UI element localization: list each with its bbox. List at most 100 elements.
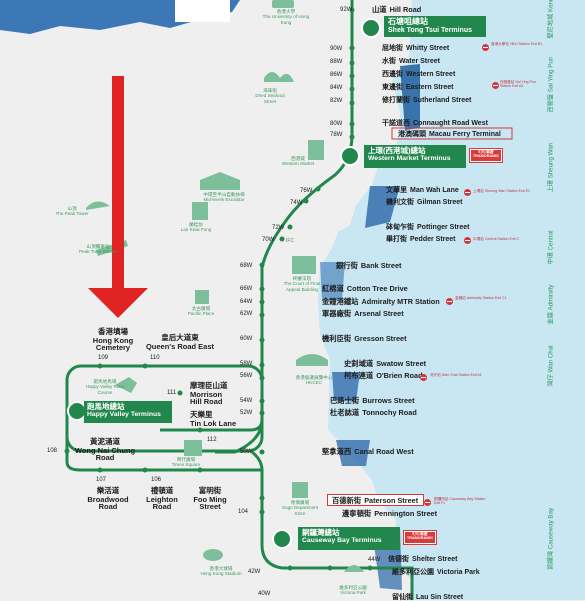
mtr-note-adm: 金鐘站 Admiralty Station Exit C1 [455, 296, 507, 300]
stop-en: Connaught Road West [413, 120, 488, 127]
landmark-en: Hong Kong Stadium [200, 571, 242, 577]
stop-zh: 百德新街 [332, 496, 362, 505]
terminus-zh: 跑馬地總站 [87, 402, 125, 411]
stop-zh: 山道 [372, 5, 387, 14]
stop-en: Swatow Street [376, 359, 427, 368]
district-central: 中環 Central [547, 230, 555, 265]
stop-en: Pennington Street [374, 509, 438, 518]
western-market-terminus[interactable]: 上環(西港城)總站 Western Market Terminus [364, 145, 466, 168]
stop-code: 56W [240, 373, 253, 379]
stop-broadwood-road[interactable]: 樂活道 Broadwood Road [86, 487, 130, 511]
stop-foo-ming-street[interactable]: 富明街 Foo Ming Street [192, 487, 228, 511]
landmark-zh: 希慎廣場 [290, 500, 310, 505]
stop-en: Macau Ferry Terminal [429, 131, 501, 138]
stop-code: 70W [262, 237, 275, 243]
landmark-en: Peak Tram Station [79, 249, 117, 255]
stop-zh: 水街 [382, 58, 396, 65]
ifc-label: IFC [286, 238, 295, 244]
stop-tin-lok-lane[interactable]: 天樂里 Tin Lok Lane [190, 411, 236, 427]
happy-valley-terminus[interactable]: 跑馬地總站 Happy Valley Terminus [84, 401, 172, 423]
stop-zh: 機利文街 [386, 199, 414, 206]
stop-code: 92W [340, 7, 353, 13]
landmark-zh: 山頂 [67, 206, 77, 211]
mtr-icon-central [464, 237, 471, 244]
landmark-zh: 時代廣場 [176, 457, 196, 462]
terminus-zh: 銅鑼灣總站 [302, 528, 340, 537]
wm-red-box [391, 127, 513, 140]
line-to-wnc [65, 430, 262, 472]
stop-en: Paterson Street [364, 496, 419, 505]
stop-code: 42W [248, 569, 261, 575]
stop-zh: 干諾道西 [382, 120, 410, 127]
landmark-zh: 山頂纜車站 [86, 244, 110, 249]
stop-zh: 金鐘港鐵站 [322, 297, 359, 306]
district-kennedy-town: 堅尼地城 Kennedy Town [547, 0, 555, 39]
code-112: 112 [207, 437, 217, 443]
stop-wong-nai-chung-road[interactable]: 黃泥涌道 Wong Nai Chung Road [70, 438, 140, 462]
stop-leighton-road[interactable]: 禮頓道 Leighton Road [140, 487, 184, 511]
stop-en: Pedder Street [410, 236, 456, 243]
stop-zh: 軍器廠街 [322, 309, 352, 318]
stop-hong-kong-cemetery[interactable]: 香港墳場 Hong Kong Cemetery [90, 328, 136, 352]
landmark-art [86, 0, 364, 572]
happy-valley-loop [65, 364, 264, 453]
causeway-bay-terminus[interactable]: 銅鑼灣總站 Causeway Bay Terminus [298, 527, 400, 550]
district-sai-ying-pun: 西營盤 Sai Ying Pun [547, 56, 555, 113]
stop-en: Whitty Street [406, 45, 450, 52]
terminus-zh: 上環(西港城)總站 [368, 146, 426, 155]
stop-en: Hong Kong Cemetery [92, 335, 134, 352]
stop-zh: 畢打街 [386, 236, 407, 243]
code-109: 109 [98, 355, 109, 361]
landmark-zh: 跑馬地馬場 [93, 379, 117, 384]
terminus-icons [67, 18, 381, 549]
stop-zh: 屈地街 [382, 45, 403, 52]
stop-code: 62W [240, 311, 253, 317]
stop-morrison-hill-road[interactable]: 摩理臣山道 Morrison Hill Road [190, 382, 234, 406]
coastal-water-2 [365, 186, 400, 228]
shek-tong-tsui-terminus[interactable]: 石塘咀總站 Shek Tong Tsui Terminus [384, 16, 486, 37]
mtr-note-sw: 上環站 Sheung Wan Station Exit E1 [473, 189, 530, 193]
stop-code: 52W [240, 410, 253, 416]
landmark-zh: 蘭桂坊 [189, 222, 203, 227]
stop-queens-road-east[interactable]: 皇后大道東 Queen's Road East [140, 334, 220, 350]
stop-code: 58W [240, 361, 253, 367]
stop-zh: 史釗域道 [344, 359, 374, 368]
stop-zh: 信德街 [388, 556, 409, 563]
stop-en: Morrison Hill Road [190, 389, 223, 406]
stop-code: 68W [240, 263, 253, 269]
stop-code: 50W [240, 449, 253, 455]
landmark-zh: 香港大球場 [209, 566, 233, 571]
stop-code: 78W [330, 132, 343, 138]
